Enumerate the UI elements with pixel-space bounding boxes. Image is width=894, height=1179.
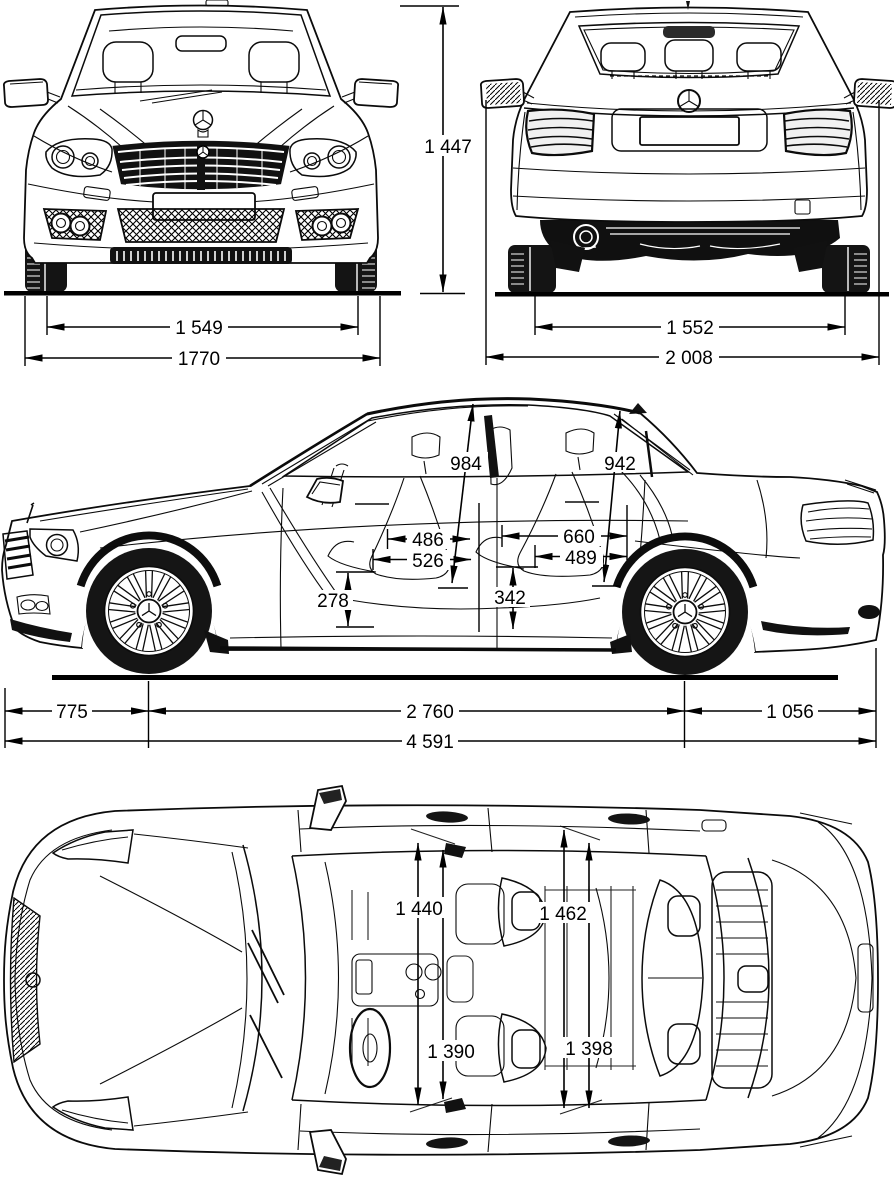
svg-text:984: 984 bbox=[450, 454, 482, 475]
svg-text:1 398: 1 398 bbox=[565, 1039, 613, 1060]
svg-text:486: 486 bbox=[412, 530, 444, 551]
svg-text:775: 775 bbox=[56, 702, 88, 723]
svg-text:1 552: 1 552 bbox=[666, 318, 714, 339]
svg-text:2 760: 2 760 bbox=[406, 702, 454, 723]
svg-text:4 591: 4 591 bbox=[406, 732, 454, 753]
svg-text:1 390: 1 390 bbox=[427, 1042, 475, 1063]
svg-text:489: 489 bbox=[565, 548, 597, 569]
svg-text:1 549: 1 549 bbox=[175, 318, 223, 339]
svg-text:660: 660 bbox=[563, 527, 595, 548]
svg-text:1 440: 1 440 bbox=[395, 899, 443, 920]
svg-text:1 056: 1 056 bbox=[766, 702, 814, 723]
svg-text:1 462: 1 462 bbox=[539, 904, 587, 925]
svg-text:2 008: 2 008 bbox=[665, 348, 713, 369]
svg-text:1 447: 1 447 bbox=[424, 137, 472, 158]
svg-text:342: 342 bbox=[494, 588, 526, 609]
svg-text:526: 526 bbox=[412, 551, 444, 572]
svg-text:278: 278 bbox=[317, 591, 349, 612]
svg-text:942: 942 bbox=[604, 454, 636, 475]
svg-text:1770: 1770 bbox=[178, 349, 220, 370]
